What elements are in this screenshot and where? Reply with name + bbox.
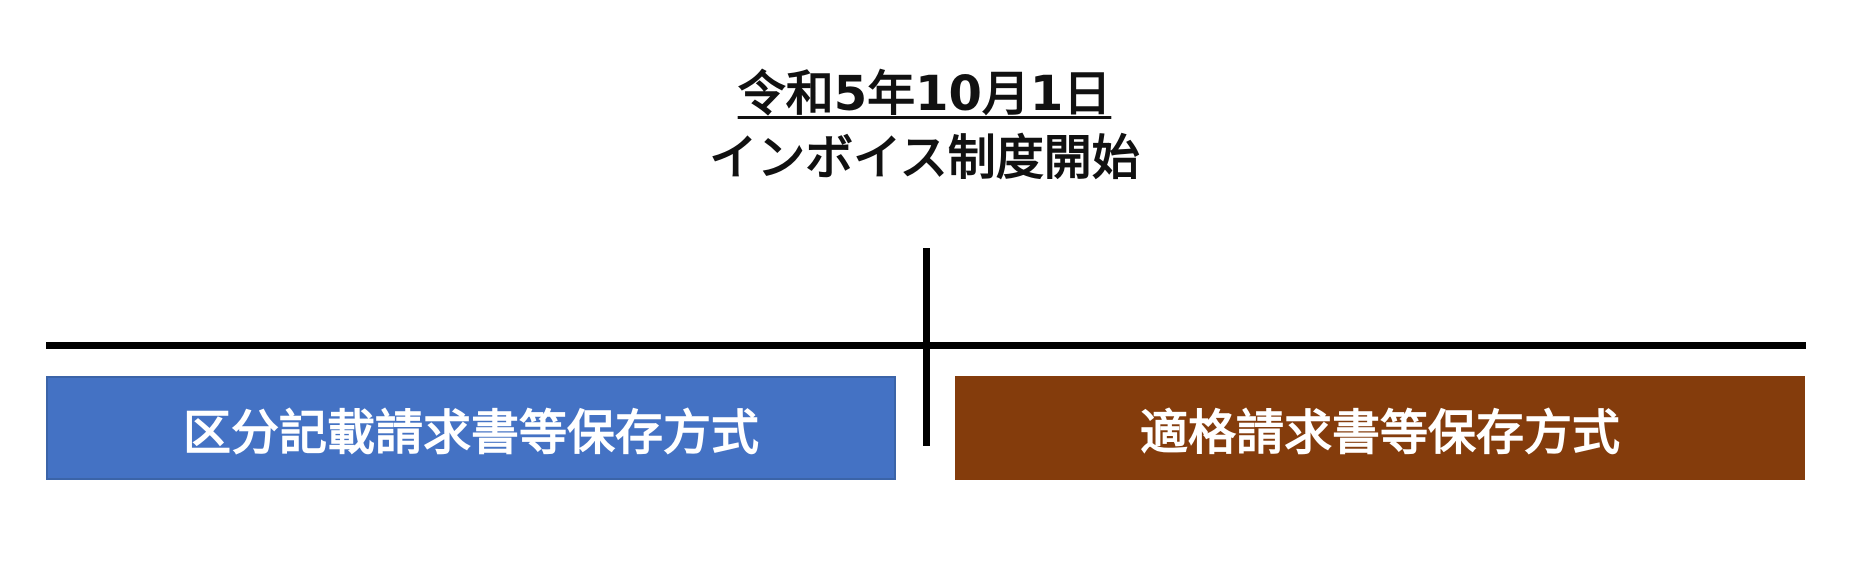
event-marker	[923, 248, 930, 446]
event-heading: 令和5年10月1日 インボイス制度開始	[0, 62, 1849, 190]
event-title: インボイス制度開始	[709, 130, 1140, 186]
event-date: 令和5年10月1日	[737, 66, 1112, 122]
period-after-label: 適格請求書等保存方式	[1139, 405, 1620, 461]
period-before-label: 区分記載請求書等保存方式	[182, 405, 759, 461]
period-before-box: 区分記載請求書等保存方式	[46, 376, 896, 480]
period-after-box: 適格請求書等保存方式	[955, 376, 1805, 480]
